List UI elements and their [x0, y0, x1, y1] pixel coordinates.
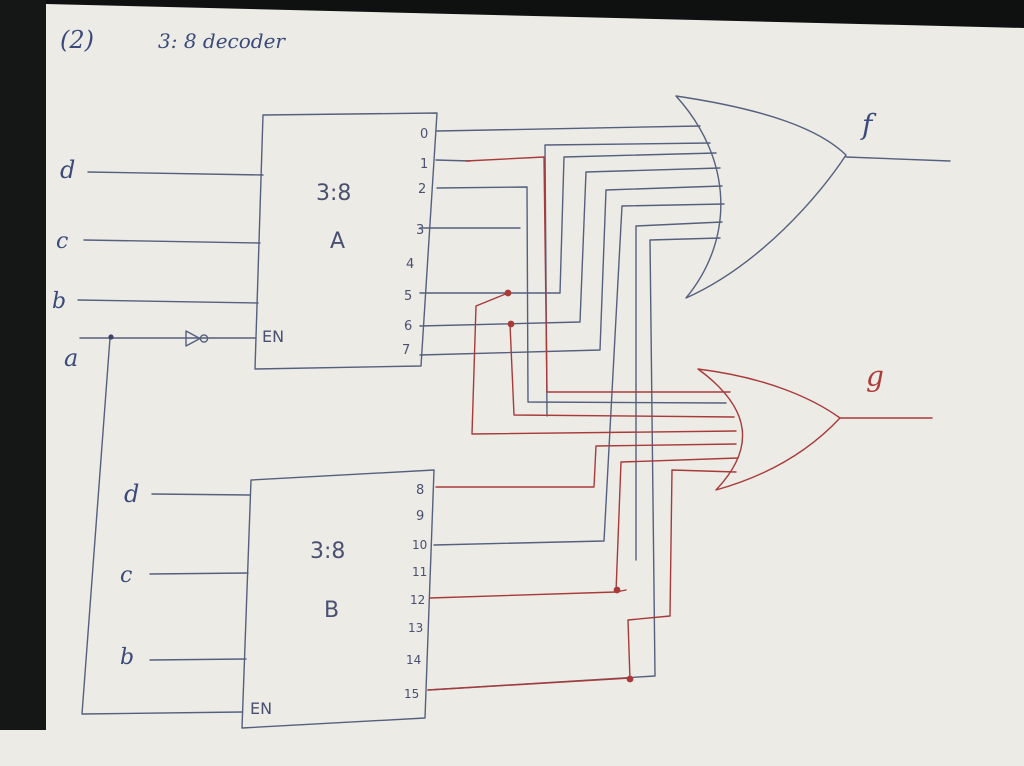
or-gate-g — [697, 368, 841, 491]
junction-a — [108, 334, 114, 340]
decoder-b-pin-14: 14 — [406, 653, 421, 667]
decoder-b-pin-10: 10 — [412, 538, 427, 552]
input-wires — [77, 171, 264, 715]
decoder-a-pin-4: 4 — [406, 257, 414, 272]
decoder-b-pin-8: 8 — [416, 483, 424, 498]
decoder-a-pin-5: 5 — [404, 289, 412, 304]
output-wire-f — [845, 156, 951, 162]
junction-6 — [507, 320, 515, 328]
wires-to-g — [427, 156, 739, 691]
decoder-a: 3:8 A EN 0 1 2 3 4 5 6 7 — [254, 112, 438, 370]
diagram-title: 3: 8 decoder — [158, 29, 286, 53]
decoder-b-pin-12: 12 — [410, 593, 425, 607]
decoder-b-name: B — [324, 598, 339, 623]
decoder-b-pin-15: 15 — [404, 687, 419, 701]
decoder-a-pin-0: 0 — [420, 127, 428, 142]
decoder-b: 3:8 B EN 8 9 10 11 12 13 14 15 — [241, 469, 435, 729]
background-strip — [0, 0, 46, 730]
input-label-c-top: c — [56, 229, 68, 254]
input-label-d-bottom: d — [124, 480, 139, 508]
decoder-b-pin-11: 11 — [412, 565, 427, 579]
decoder-a-pin-1: 1 — [420, 157, 428, 172]
junction-15 — [626, 675, 634, 683]
input-label-a: a — [64, 344, 78, 372]
junction-12 — [613, 586, 621, 594]
problem-number: (2) — [60, 26, 94, 54]
input-label-d-top: d — [60, 156, 75, 184]
inverter-symbol — [185, 330, 209, 347]
junction-5 — [504, 289, 512, 297]
decoder-a-name: A — [330, 229, 345, 254]
decoder-a-ratio: 3:8 — [316, 181, 351, 206]
or-gate-f — [675, 95, 847, 299]
decoder-b-pin-9: 9 — [416, 509, 424, 524]
wires-to-f — [419, 125, 727, 691]
decoder-a-enable-label: EN — [262, 327, 284, 346]
decoder-b-ratio: 3:8 — [310, 539, 345, 564]
decoder-a-pin-2: 2 — [418, 182, 426, 197]
decoder-b-enable-label: EN — [250, 699, 272, 718]
input-label-c-bottom: c — [120, 563, 132, 588]
decoder-a-pin-3: 3 — [416, 223, 424, 238]
input-label-b-top: b — [52, 289, 66, 314]
decoder-a-pin-7: 7 — [402, 343, 410, 358]
decoder-b-pin-13: 13 — [408, 621, 423, 635]
input-label-b-bottom: b — [120, 645, 134, 670]
output-label-g: g — [866, 360, 884, 393]
decoder-a-pin-6: 6 — [404, 319, 412, 334]
